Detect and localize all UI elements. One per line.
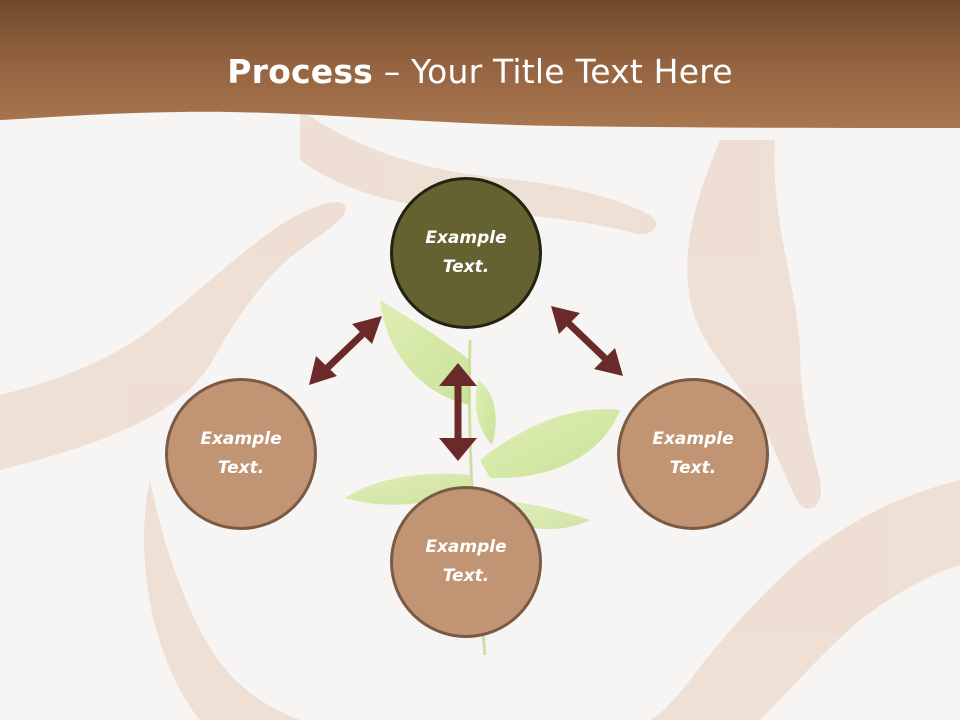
node-label: Example Text.	[200, 429, 282, 478]
arrows	[309, 306, 623, 461]
node-label: Example Text.	[425, 228, 507, 277]
hands-illustration	[0, 110, 960, 720]
arrow-left-diagonal	[309, 316, 382, 385]
header-band	[0, 0, 960, 128]
node-label: Example Text.	[425, 537, 507, 586]
slide-title: Process – Your Title Text Here	[0, 52, 960, 91]
process-node-right: Example Text.	[617, 378, 769, 530]
process-node-bottom: Example Text.	[390, 486, 542, 638]
arrow-vertical	[439, 363, 477, 461]
title-bold: Process	[227, 52, 374, 91]
process-node-top: Example Text.	[390, 177, 542, 329]
node-label: Example Text.	[652, 429, 734, 478]
title-rest: – Your Title Text Here	[373, 52, 733, 91]
process-node-left: Example Text.	[165, 378, 317, 530]
arrow-right-diagonal	[551, 306, 623, 376]
